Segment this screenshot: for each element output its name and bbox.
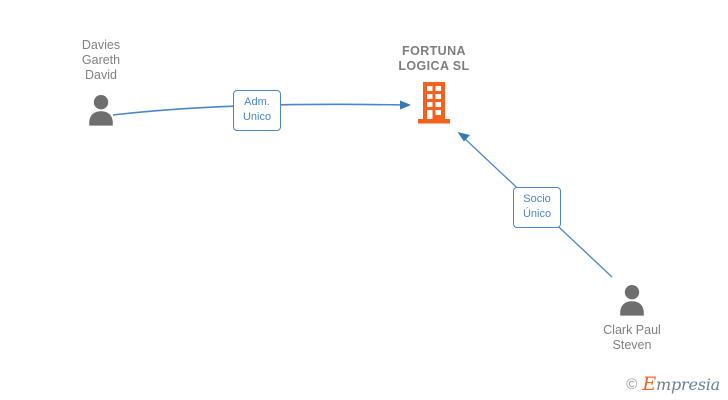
node-person-clark-paul-steven[interactable]: Clark Paul Steven (572, 282, 692, 353)
person-right-label: Clark Paul Steven (603, 323, 661, 352)
relation-label-socio-unico[interactable]: Socio Único (513, 187, 561, 228)
node-person-davies-gareth-david[interactable]: Davies Gareth David (41, 38, 161, 126)
brand-initial: E (642, 373, 656, 395)
edge-socio-arrowhead (457, 132, 470, 142)
person-icon (89, 95, 113, 126)
watermark: © Empresia (626, 373, 720, 395)
edge-adm-arrowhead (400, 100, 411, 110)
copyright-icon: © (626, 376, 638, 393)
building-icon (418, 82, 450, 124)
company-label: FORTUNA LOGICA SL (398, 44, 470, 73)
person-left-label: Davies Gareth David (81, 38, 121, 82)
brand-logo: Empresia (642, 373, 720, 395)
person-icon (620, 285, 644, 316)
relation-label-adm-unico[interactable]: Adm. Unico (233, 90, 281, 131)
node-company-fortuna-logica-sl[interactable]: FORTUNA LOGICA SL (374, 44, 494, 124)
brand-rest: mpresia (656, 375, 720, 394)
